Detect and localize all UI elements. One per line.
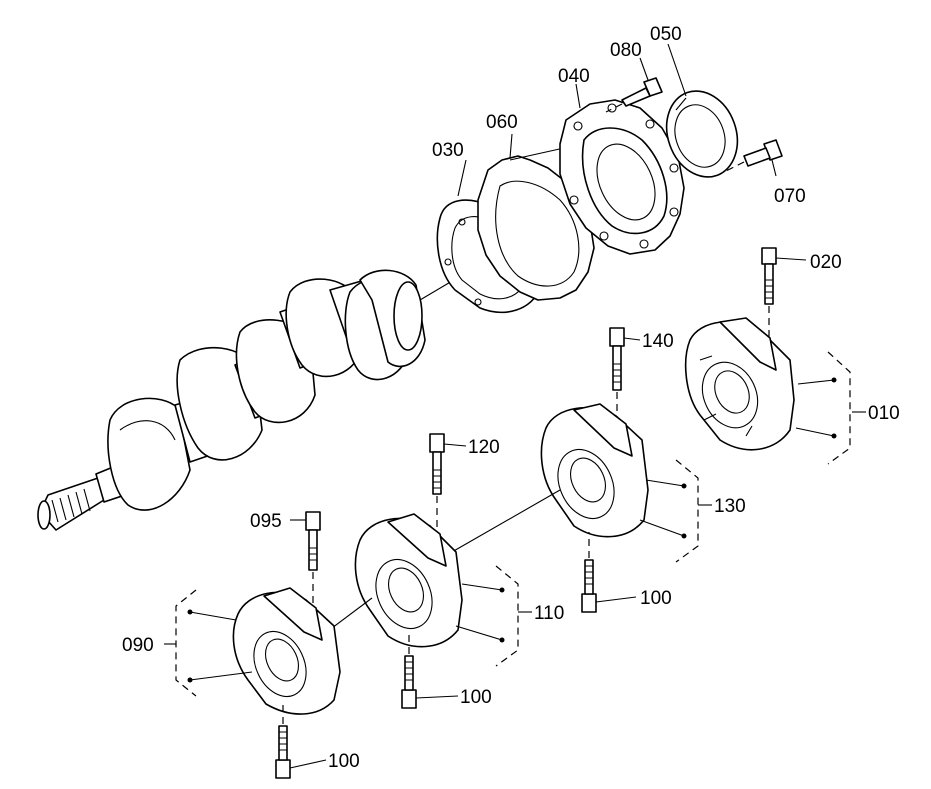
part-060-plate bbox=[477, 139, 601, 301]
part-130-bearing-case bbox=[451, 403, 699, 563]
part-140-bolt bbox=[609, 327, 625, 428]
label-100-b: 100 bbox=[460, 687, 492, 708]
part-095-bolt bbox=[305, 511, 321, 604]
label-100-c: 100 bbox=[328, 751, 360, 772]
label-120: 120 bbox=[468, 437, 500, 458]
label-090: 090 bbox=[122, 635, 154, 656]
part-110-bearing-case bbox=[315, 513, 519, 667]
part-050-oil-seal bbox=[665, 90, 739, 178]
part-010-bearing-case bbox=[684, 317, 851, 465]
part-100-bolt-b bbox=[401, 632, 417, 709]
label-050: 050 bbox=[650, 24, 682, 45]
label-130: 130 bbox=[714, 496, 746, 517]
label-110: 110 bbox=[534, 603, 564, 624]
label-040: 040 bbox=[558, 66, 590, 87]
part-labels: 030 060 040 080 050 070 020 010 140 130 … bbox=[122, 24, 900, 772]
part-100-bolt-c bbox=[275, 704, 291, 779]
label-095: 095 bbox=[250, 511, 282, 532]
part-070-bolt bbox=[719, 139, 783, 175]
part-040-flange-housing bbox=[559, 99, 685, 255]
label-010: 010 bbox=[868, 403, 900, 424]
leader-lines bbox=[164, 43, 866, 769]
part-080-bolt bbox=[605, 77, 663, 113]
label-070: 070 bbox=[774, 186, 806, 207]
label-060: 060 bbox=[486, 112, 518, 133]
label-080: 080 bbox=[610, 40, 642, 61]
label-020: 020 bbox=[810, 252, 842, 273]
label-030: 030 bbox=[432, 140, 464, 161]
part-020-bolt bbox=[761, 247, 777, 340]
part-120-bolt bbox=[429, 433, 445, 530]
part-090-bearing-case bbox=[175, 587, 341, 715]
label-100-a: 100 bbox=[640, 588, 672, 609]
crankshaft bbox=[37, 225, 546, 531]
part-100-bolt-a bbox=[581, 532, 597, 613]
label-140: 140 bbox=[642, 331, 674, 352]
